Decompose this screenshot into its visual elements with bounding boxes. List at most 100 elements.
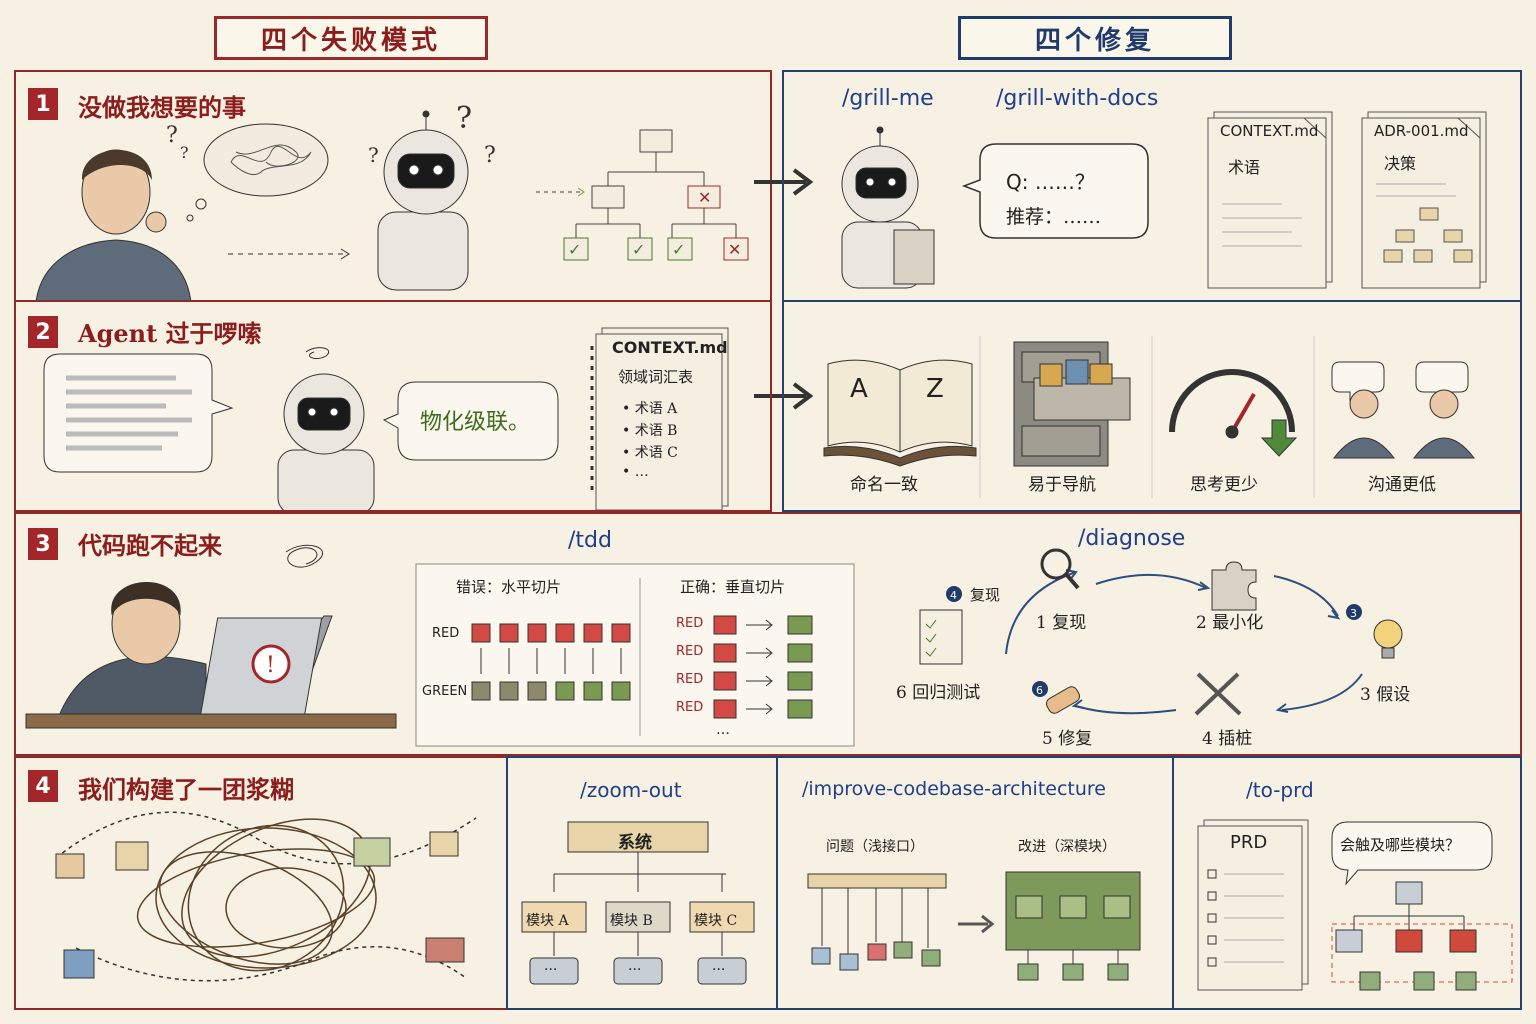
green-label-wrong: GREEN [422, 684, 468, 699]
module-dots: ··· [544, 962, 558, 978]
two-people-talking-icon [1331, 361, 1476, 459]
open-book-icon [823, 359, 977, 467]
flow-arrow [746, 647, 773, 659]
speech-text: 物化级联。 [420, 410, 531, 435]
tangled-mess-icon [55, 811, 477, 982]
checklist-icon [919, 609, 963, 665]
tdd-command[interactable]: /tdd [568, 528, 612, 553]
book-letter-a: A [850, 374, 868, 404]
context-doc-icon [1207, 111, 1333, 289]
green-block [787, 615, 813, 635]
red-label-right: RED [676, 616, 704, 631]
to-prd-command[interactable]: /to-prd [1246, 778, 1314, 802]
prd-document-icon [1197, 819, 1309, 991]
flow-arrow [746, 619, 773, 631]
failure-3-illustration: ! 4 3 6 [25, 544, 1403, 747]
shallow-interface-bar [807, 873, 947, 889]
green-block [787, 671, 813, 691]
green-block [555, 681, 575, 701]
zoom-out-command[interactable]: /zoom-out [580, 778, 682, 802]
fix-2-illustration [823, 336, 1476, 498]
fix-panel-2: A Z 命名一致 易于导航 思考更少 沟通更低 [782, 300, 1522, 512]
step-badge-number: 4 [950, 589, 957, 602]
improve-architecture-command[interactable]: /improve-codebase-architecture [802, 778, 1106, 800]
speed-gauge-icon [1169, 369, 1298, 457]
dizzy-robot-icon [277, 347, 375, 510]
wrong-heading: 错误：水平切片 [456, 578, 562, 596]
verbose-text-bubble-icon [43, 353, 234, 473]
module-a-box [521, 901, 587, 933]
failure-title-1: 没做我想要的事 [78, 93, 246, 122]
notebook-subtitle: 领域词汇表 [618, 368, 694, 386]
notebook-item: • … [622, 464, 649, 480]
svg-text:?: ? [368, 143, 379, 167]
recommend-text: 推荐：…… [1006, 206, 1102, 228]
green-block [611, 681, 631, 701]
module-box-icon [353, 837, 391, 867]
svg-text:?: ? [484, 143, 496, 168]
diagnose-loop [1005, 569, 1363, 715]
svg-text:✕: ✕ [698, 188, 711, 207]
red-block [713, 671, 737, 691]
failure-1-illustration: ?? ? ? ? ✕ ✓ [35, 101, 749, 300]
puzzle-piece-icon [1211, 561, 1257, 611]
failure-title-3: 代码跑不起来 [78, 531, 222, 560]
benefit-label: 思考更少 [1190, 475, 1258, 495]
module-dots: ··· [628, 962, 642, 978]
svg-text:✓: ✓ [568, 240, 581, 259]
grill-with-docs-command[interactable]: /grill-with-docs [996, 86, 1159, 111]
diagnose-step: 1 复现 [1036, 613, 1087, 633]
failure-2-illustration [43, 327, 729, 510]
green-block [787, 699, 813, 719]
svg-text:✓: ✓ [632, 240, 645, 259]
svg-text:✕: ✕ [728, 240, 741, 259]
failures-header: 四个失败模式 [214, 16, 488, 60]
question-text: Q: ……？ [1006, 170, 1095, 194]
diagnose-command[interactable]: /diagnose [1078, 526, 1186, 551]
failure-title-4: 我们构建了一团浆糊 [78, 775, 294, 804]
lightbulb-icon [1373, 619, 1403, 659]
failure-number-4: 4 [28, 770, 58, 802]
green-block [787, 643, 813, 663]
question-bubble-icon [1331, 821, 1493, 886]
fix-panel-prd: /to-prd PRD 会触及哪些模块？ [1172, 756, 1522, 1010]
module-box-icon [63, 949, 95, 979]
benefit-label: 命名一致 [850, 475, 918, 495]
failure-number-3: 3 [28, 528, 58, 560]
spaghetti-illustration [55, 811, 477, 982]
diagnose-step: 5 修复 [1042, 729, 1093, 749]
book-letter-z: Z [926, 374, 944, 404]
red-block [611, 623, 631, 643]
red-label-wrong: RED [432, 626, 460, 641]
red-block [499, 623, 519, 643]
adr-doc-sub: 决策 [1384, 154, 1417, 173]
fixes-header: 四个修复 [958, 16, 1232, 60]
red-block [713, 699, 737, 719]
system-label: 系统 [618, 833, 652, 853]
improve-arrow-icon [958, 914, 995, 934]
question-bubble-icon [961, 143, 1149, 239]
svg-text:?: ? [166, 123, 178, 148]
red-block [555, 623, 575, 643]
magnifier-icon [1040, 548, 1080, 590]
fix-panel-architecture: /improve-codebase-architecture 问题（浅接口） 改… [776, 756, 1174, 1010]
benefit-label: 沟通更低 [1368, 475, 1436, 495]
notebook-item: • 术语 C [622, 445, 678, 461]
stressed-developer-icon: ! [25, 544, 397, 729]
red-label-right: RED [676, 644, 704, 659]
tdd-comparison-box [415, 563, 855, 747]
context-doc-title: CONTEXT.md [1220, 122, 1319, 140]
svg-text:✓: ✓ [672, 240, 685, 259]
module-box-icon [55, 853, 85, 879]
red-label-right: RED [676, 700, 704, 715]
diagnose-step: 2 最小化 [1196, 613, 1264, 633]
speech-bubble-icon [382, 381, 559, 461]
diagnose-step: 3 假设 [1360, 685, 1411, 705]
confused-person-icon: ?? [35, 123, 192, 300]
bandage-icon [1045, 686, 1081, 714]
step-badge-number: 6 [1036, 684, 1043, 697]
improve-heading: 改进（深模块） [1018, 839, 1116, 855]
grill-me-command[interactable]: /grill-me [842, 86, 934, 111]
more-ellipsis: … [716, 722, 730, 738]
step-badge [946, 586, 1362, 697]
